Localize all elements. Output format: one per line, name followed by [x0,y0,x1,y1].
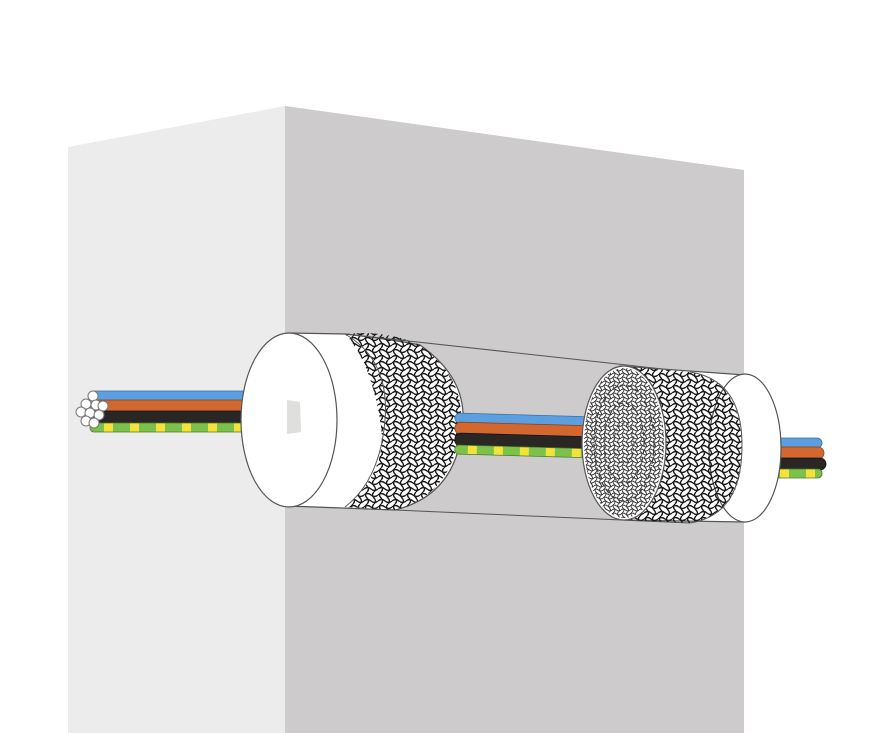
right-seal-collar [581,365,782,524]
sleeve-top-edge [344,333,691,373]
left-seal-collar [240,332,464,511]
cable-end-cross-section [75,390,109,429]
left-collar-face [240,332,338,508]
right-collar-face-mesh [584,368,664,518]
